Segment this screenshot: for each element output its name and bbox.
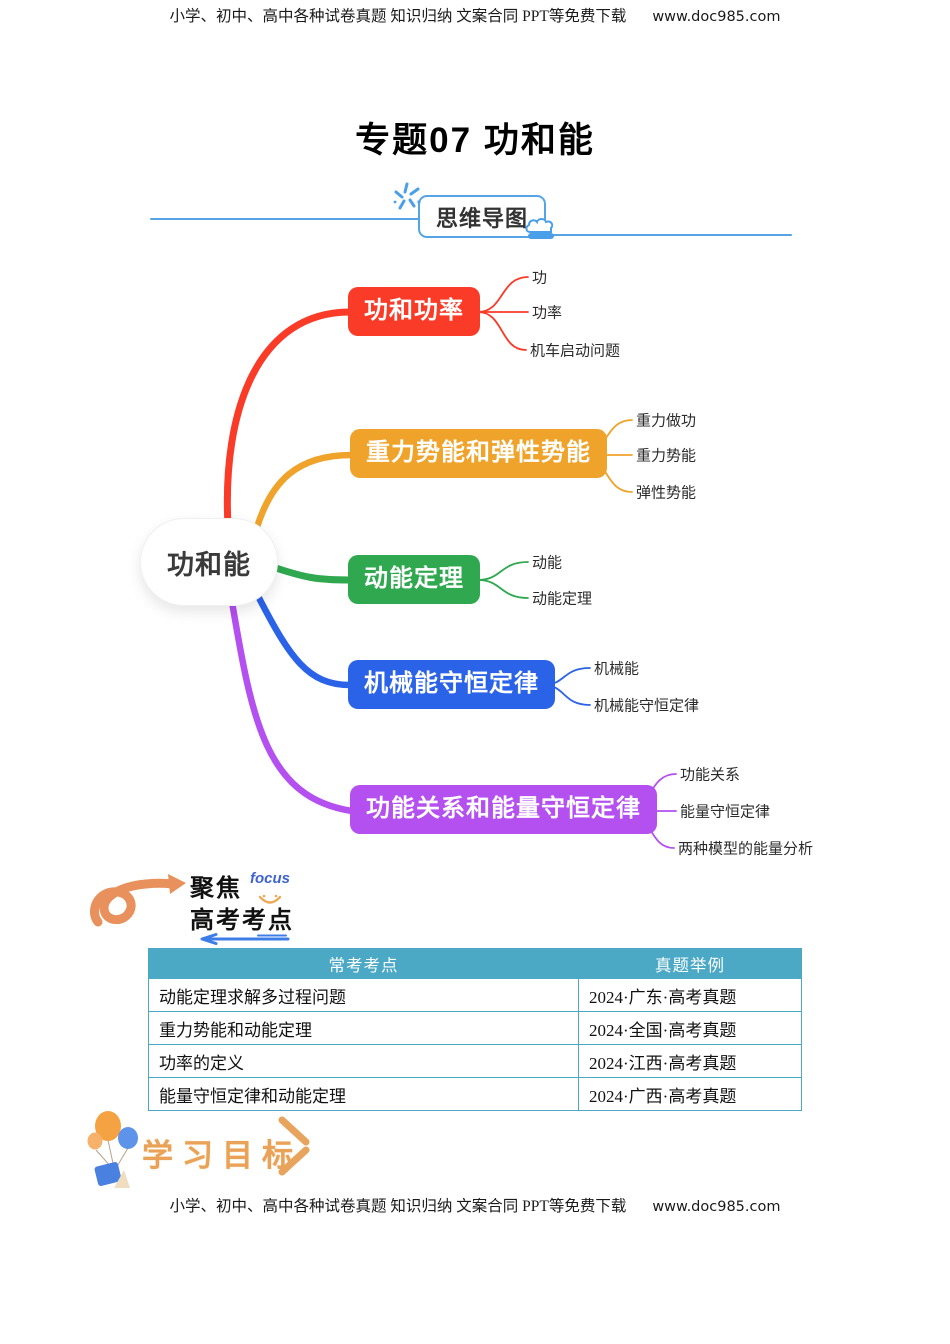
branch-label: 动能定理 — [364, 565, 464, 592]
sparkle-icon — [392, 180, 422, 217]
table-row: 功率的定义 2024·江西·高考真题 — [148, 1044, 802, 1078]
table-row: 能量守恒定律和动能定理 2024·广西·高考真题 — [148, 1077, 802, 1111]
focus-label-en: focus — [250, 870, 291, 887]
mindmap-banner: 思维导图 — [418, 195, 546, 238]
cell-example: 2024·全国·高考真题 — [578, 1011, 802, 1045]
cell-example: 2024·广西·高考真题 — [578, 1077, 802, 1111]
goals-label: 学习目标 — [142, 1138, 302, 1173]
branch-node-kinetic: 动能定理 — [348, 555, 480, 604]
page-footer: 小学、初中、高中各种试卷真题 知识归纳 文案合同 PPT等免费下载 www.doc… — [0, 1194, 950, 1216]
branch-label: 功能关系和能量守恒定律 — [366, 795, 641, 822]
cell-example: 2024·江西·高考真题 — [578, 1044, 802, 1078]
branch-curve-work-power — [223, 308, 354, 530]
child-label: 机械能守恒定律 — [594, 697, 700, 715]
mindmap-root-node: 功和能 — [140, 518, 278, 606]
branch-node-work-power: 功和功率 — [348, 287, 480, 336]
child-label: 机车启动问题 — [530, 342, 621, 360]
root-label: 功和能 — [167, 549, 251, 580]
header-text: 小学、初中、高中各种试卷真题 知识归纳 文案合同 PPT等免费下载 — [169, 8, 627, 25]
cell-topic: 动能定理求解多过程问题 — [148, 978, 579, 1012]
branch-curve-potential — [251, 451, 356, 538]
child-connectors-kinetic — [477, 561, 529, 599]
mindmap: 功和能 功和功率 重力势能和弹性势能 动能定理 机械能守恒定律 功能关系和能量守… — [0, 250, 950, 870]
focus-label-zh: 聚焦 — [190, 875, 242, 902]
branch-label: 机械能守恒定律 — [364, 670, 539, 697]
cell-topic: 重力势能和动能定理 — [148, 1011, 579, 1045]
branch-node-energy-law: 功能关系和能量守恒定律 — [350, 785, 657, 834]
arrow-underline-icon — [196, 932, 292, 950]
balloons-icon — [84, 1108, 144, 1199]
branch-node-mechanical: 机械能守恒定律 — [348, 660, 555, 709]
table-header-row: 常考考点 真题举例 — [148, 948, 802, 979]
branch-label: 功和功率 — [364, 297, 464, 324]
focus-section-header: 聚焦 focus 高考考点 — [88, 866, 418, 946]
exam-points-table: 常考考点 真题举例 动能定理求解多过程问题 2024·广东·高考真题 重力势能和… — [148, 948, 802, 1111]
curly-arrow-icon — [88, 870, 188, 941]
child-label: 机械能 — [594, 660, 640, 678]
header-url: www.doc985.com — [652, 9, 781, 25]
banner-line-right — [548, 234, 792, 236]
table-row: 动能定理求解多过程问题 2024·广东·高考真题 — [148, 978, 802, 1012]
branch-node-potential: 重力势能和弹性势能 — [350, 429, 607, 478]
branch-curve-energy-law — [228, 598, 356, 815]
smiley-icon — [256, 894, 284, 913]
page-title: 专题07 功和能 — [355, 121, 595, 160]
goals-section-header: 学习目标 — [84, 1108, 344, 1194]
banner-line-left — [150, 218, 422, 220]
cell-topic: 功率的定义 — [148, 1044, 579, 1078]
footer-text: 小学、初中、高中各种试卷真题 知识归纳 文案合同 PPT等免费下载 — [169, 1198, 627, 1215]
chevron-right-icon — [276, 1114, 312, 1183]
branch-curve-kinetic — [266, 562, 354, 584]
child-label: 功率 — [532, 304, 563, 322]
focus-row-top: 聚焦 focus — [190, 868, 290, 903]
child-label: 弹性势能 — [636, 484, 697, 502]
branch-label: 重力势能和弹性势能 — [366, 439, 591, 466]
child-label: 功能关系 — [680, 766, 741, 784]
cell-example: 2024·广东·高考真题 — [578, 978, 802, 1012]
col-header-example: 真题举例 — [578, 948, 802, 979]
child-connectors-work-power — [477, 276, 529, 351]
mindmap-banner-label: 思维导图 — [435, 205, 528, 231]
child-label: 重力做功 — [636, 412, 697, 430]
footer-url: www.doc985.com — [652, 1199, 781, 1215]
child-label: 重力势能 — [636, 447, 697, 465]
page-header: 小学、初中、高中各种试卷真题 知识归纳 文案合同 PPT等免费下载 www.doc… — [0, 4, 950, 26]
cloud-icon — [522, 214, 560, 247]
col-header-topic: 常考考点 — [148, 948, 579, 979]
child-label: 能量守恒定律 — [680, 803, 771, 821]
child-label: 功 — [532, 269, 548, 287]
branch-curve-mechanical — [254, 592, 354, 689]
child-label: 动能 — [532, 554, 563, 572]
cell-topic: 能量守恒定律和动能定理 — [148, 1077, 579, 1111]
focus-label-bottom: 高考考点 — [190, 907, 294, 934]
table-row: 重力势能和动能定理 2024·全国·高考真题 — [148, 1011, 802, 1045]
child-label: 动能定理 — [532, 590, 593, 608]
child-label: 两种模型的能量分析 — [678, 840, 814, 858]
